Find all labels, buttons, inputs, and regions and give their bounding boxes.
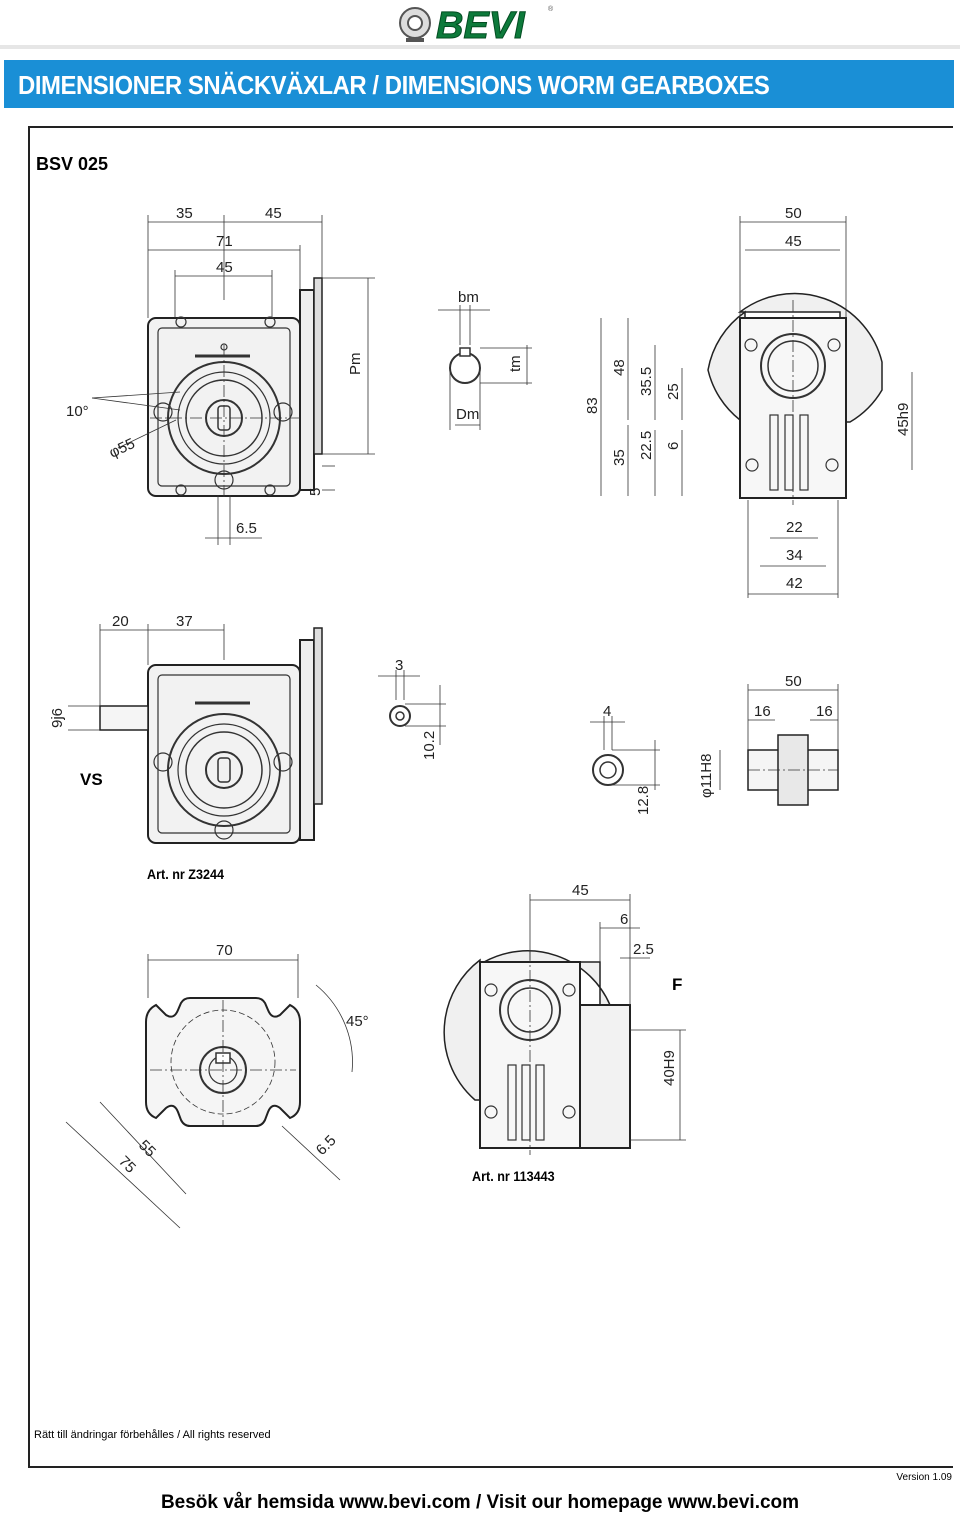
gearbox-f-view [443,894,686,1155]
svg-text:45h9: 45h9 [895,403,912,436]
bore-detail-labels: 4 12.8 [603,703,652,815]
svg-text:45: 45 [785,233,802,250]
svg-text:48: 48 [611,359,628,376]
svg-text:20: 20 [112,613,129,630]
vs-view-dimensions [68,624,225,731]
svg-text:6: 6 [620,911,628,928]
svg-text:6: 6 [665,442,682,450]
vs-label: VS [80,770,103,789]
f-view-labels: 45 6 2.5 40H9 [572,882,678,1086]
model-name: BSV 025 [36,154,109,174]
drawing-frame [28,126,953,1468]
svg-text:Pm: Pm [347,353,364,376]
svg-text:bm: bm [458,289,479,306]
gearbox-vs-view [99,627,323,844]
svg-text:10.2: 10.2 [421,731,438,760]
page-title: DIMENSIONER SNÄCKVÄXLAR / DIMENSIONS WOR… [18,70,770,100]
svg-text:22: 22 [786,519,803,536]
svg-text:Dm: Dm [456,406,479,423]
worm-shaft-labels: φ11H8 50 16 16 [698,673,833,798]
worm-shaft-section [719,684,839,806]
svg-text:tm: tm [507,355,524,372]
motor-emblem-icon [399,7,431,42]
keyway-labels: bm tm Dm [456,289,524,423]
svg-text:70: 70 [216,942,233,959]
svg-text:5: 5 [307,488,324,496]
svg-text:83: 83 [584,397,601,414]
svg-text:45: 45 [572,882,589,899]
svg-text:40H9: 40H9 [661,1050,678,1086]
title-banner: DIMENSIONER SNÄCKVÄXLAR / DIMENSIONS WOR… [4,60,954,108]
svg-text:42: 42 [786,575,803,592]
svg-text:9j6: 9j6 [49,708,66,728]
vs-view-labels: 20 37 9j6 [49,613,193,728]
art-number-113443: Art. nr 113443 [472,1168,555,1184]
svg-text:6.5: 6.5 [313,1132,340,1159]
svg-text:75: 75 [115,1153,139,1177]
bore-detail [590,716,660,790]
brand-text: BEVI [436,5,526,44]
version-label: Version 1.09 [896,1472,952,1483]
svg-text:45°: 45° [346,1013,369,1030]
gearbox-side-view [707,292,883,505]
svg-text:34: 34 [786,547,803,564]
svg-text:®: ® [548,5,554,13]
svg-text:45: 45 [265,205,282,222]
svg-text:16: 16 [816,703,833,720]
flange-view [65,954,353,1229]
svg-text:4: 4 [603,703,611,720]
gearbox-front-view [147,277,323,500]
svg-text:50: 50 [785,673,802,690]
svg-text:35.5: 35.5 [638,367,655,396]
shaft-detail-labels: 3 10.2 [395,657,438,760]
svg-text:3: 3 [395,657,403,674]
side-view-labels: 50 45 83 48 35.5 25 35 22.5 6 45h9 22 34… [584,205,912,592]
svg-text:35: 35 [611,449,628,466]
art-number-z3244: Art. nr Z3244 [147,866,225,882]
svg-text:16: 16 [754,703,771,720]
side-view-dimensions [600,216,913,598]
keyway-detail [438,305,532,430]
front-view-dimensions [91,215,375,545]
svg-text:25: 25 [665,383,682,400]
svg-text:35: 35 [176,205,193,222]
svg-text:φ55: φ55 [107,435,138,462]
svg-text:71: 71 [216,233,233,250]
svg-text:22.5: 22.5 [638,431,655,460]
footer-homepage: Besök vår hemsida www.bevi.com / Visit o… [160,1492,800,1513]
shaft-detail [378,670,446,745]
rights-notice: Rätt till ändringar förbehålles / All ri… [34,1429,271,1441]
svg-text:45: 45 [216,259,233,276]
svg-text:10°: 10° [66,403,89,420]
svg-text:φ11H8: φ11H8 [698,754,715,798]
bevi-logo: BEVI ® [399,5,554,44]
top-rule [0,45,960,49]
svg-text:2.5: 2.5 [633,941,654,958]
svg-text:12.8: 12.8 [635,786,652,815]
f-label: F [672,975,683,994]
svg-text:6.5: 6.5 [236,520,257,537]
svg-text:50: 50 [785,205,802,222]
svg-text:55: 55 [135,1137,159,1161]
svg-text:37: 37 [176,613,193,630]
